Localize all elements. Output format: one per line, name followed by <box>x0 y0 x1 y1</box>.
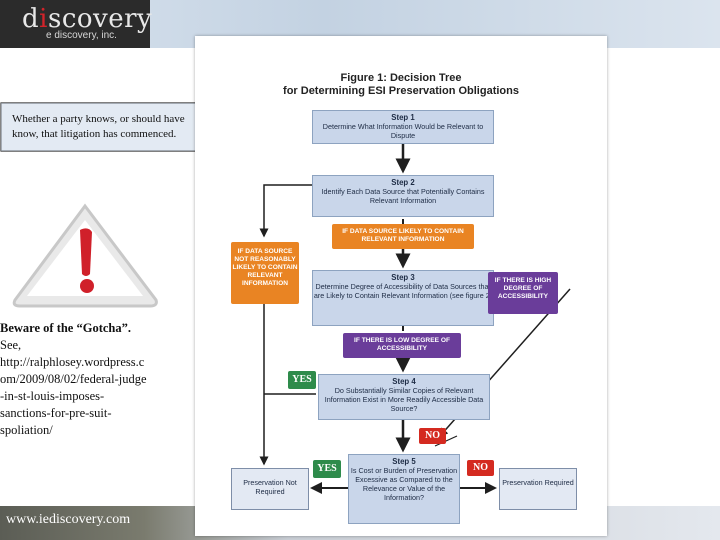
if-low-accessibility-label: IF THERE IS LOW DEGREE OF ACCESSIBILITY <box>343 333 461 358</box>
if-high-accessibility-label: IF THERE IS HIGH DEGREE OF ACCESSIBILITY <box>488 272 558 314</box>
step-4-text: Do Substantially Similar Copies of Relev… <box>324 386 484 413</box>
yes-label-step4: YES <box>288 371 316 389</box>
logo-tagline: e discovery, inc. <box>46 30 117 41</box>
step-5-text: Is Cost or Burden of Preservation Excess… <box>350 466 458 502</box>
step-2-text: Identify Each Data Source that Potential… <box>321 187 485 205</box>
if-likely-label: IF DATA SOURCE LIKELY TO CONTAIN RELEVAN… <box>332 224 474 249</box>
step-4-box: Step 4 Do Substantially Similar Copies o… <box>318 374 490 420</box>
figure-subtitle: for Determining ESI Preservation Obligat… <box>283 85 519 97</box>
step-4-heading: Step 4 <box>392 377 416 386</box>
yes-label-step5: YES <box>313 460 341 478</box>
preservation-not-required-box: Preservation Not Required <box>231 468 309 510</box>
step-2-box: Step 2 Identify Each Data Source that Po… <box>312 175 494 217</box>
step-5-heading: Step 5 <box>392 457 416 466</box>
no-label-step5: NO <box>467 460 494 476</box>
decision-tree-figure: Figure 1: Decision Tree for Determining … <box>195 36 607 536</box>
no-label-step4: NO <box>419 428 446 444</box>
step-1-text: Determine What Information Would be Rele… <box>322 122 484 140</box>
warning-text: Beware of the “Gotcha”. See, http://ralp… <box>0 320 169 439</box>
step-3-box: Step 3 Determine Degree of Accessibility… <box>312 270 494 326</box>
callout-arrow <box>0 86 253 168</box>
logo-wordmark: discovery <box>22 4 153 34</box>
company-logo[interactable]: discovery e discovery, inc. <box>0 0 153 48</box>
step-1-box: Step 1 Determine What Information Would … <box>312 110 494 144</box>
warning-title: Beware of the “Gotcha”. <box>0 321 131 335</box>
callout-text: Whether a party knows, or should have kn… <box>12 113 185 140</box>
step-2-heading: Step 2 <box>391 178 415 187</box>
preservation-required-box: Preservation Required <box>499 468 577 510</box>
warning-body: See, http://ralphlosey.wordpress.c om/20… <box>0 338 147 437</box>
step-3-heading: Step 3 <box>391 273 415 282</box>
step-1-heading: Step 1 <box>391 113 415 122</box>
warning-icon <box>12 203 158 308</box>
if-not-likely-label: IF DATA SOURCE NOT REASONABLY LIKELY TO … <box>231 242 299 304</box>
footer-url[interactable]: www.iediscovery.com <box>6 512 131 527</box>
figure-title: Figure 1: Decision Tree <box>340 72 462 84</box>
step-5-box: Step 5 Is Cost or Burden of Preservation… <box>348 454 460 524</box>
step-3-text: Determine Degree of Accessibility of Dat… <box>313 282 493 300</box>
